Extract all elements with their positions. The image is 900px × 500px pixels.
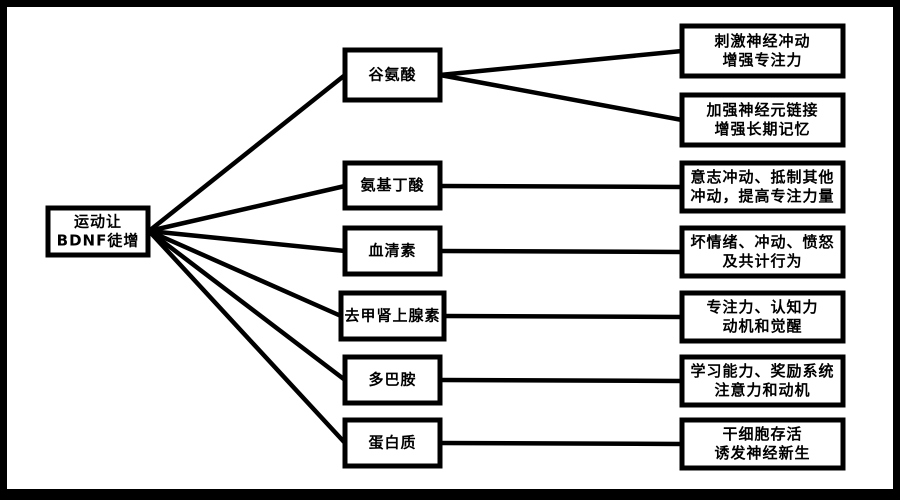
connector-root-to-gaba	[148, 183, 346, 234]
connector-protein-to-leaf-protein-1	[439, 440, 683, 447]
leaf-node-label-leaf-protein-1: 干细胞存活	[722, 425, 802, 443]
mid-node-box-protein[interactable]	[342, 417, 443, 469]
leaf-node-label-leaf-dopamine-1: 注意力和动机	[714, 381, 810, 399]
connector-root-to-dopamine	[147, 229, 347, 382]
root-node-box-root[interactable]	[45, 205, 151, 258]
root-node-label-root: BDNF徒增	[57, 232, 140, 250]
connector-root-to-protein	[147, 229, 347, 445]
leaf-node-label-leaf-glutamate-1: 增强专注力	[722, 51, 802, 69]
mid-node-serotonin[interactable]: 血清素	[342, 225, 443, 277]
mid-node-box-gaba[interactable]	[342, 160, 443, 211]
leaf-node-label-leaf-glutamate-2: 加强神经元链接	[705, 101, 818, 119]
leaf-node-box-leaf-dopamine-1[interactable]	[679, 354, 846, 408]
connector-dopamine-to-leaf-dopamine-1	[439, 377, 683, 384]
connector-root-to-serotonin	[148, 228, 346, 254]
leaf-node-box-leaf-gaba-1[interactable]	[679, 160, 846, 214]
leaf-node-label-leaf-norepinephrine-1: 动机和觉醒	[722, 317, 802, 335]
mid-node-box-dopamine[interactable]	[342, 354, 443, 406]
leaf-node-label-leaf-dopamine-1: 学习能力、奖励系统	[690, 362, 834, 380]
mid-node-label-glutamate: 谷氨酸	[368, 66, 416, 84]
mid-node-label-protein: 蛋白质	[368, 434, 416, 452]
leaf-node-label-leaf-gaba-1: 意志冲动、抵制其他	[690, 168, 834, 186]
leaf-node-label-leaf-glutamate-1: 刺激神经冲动	[714, 32, 810, 50]
connector-glutamate-to-leaf-glutamate-1	[439, 48, 683, 78]
mid-node-dopamine[interactable]: 多巴胺	[342, 354, 443, 406]
leaf-node-label-leaf-gaba-1: 冲动，提高专注力量	[690, 187, 834, 205]
leaf-node-label-leaf-glutamate-2: 增强长期记忆	[714, 120, 810, 138]
connector-serotonin-to-leaf-serotonin-1	[439, 248, 683, 255]
connector-root-to-glutamate	[147, 73, 347, 233]
leaf-node-box-leaf-serotonin-1[interactable]	[679, 225, 846, 279]
leaf-node-box-leaf-protein-1[interactable]	[679, 417, 846, 471]
mid-node-box-norepinephrine[interactable]	[338, 290, 447, 342]
mid-node-box-serotonin[interactable]	[342, 225, 443, 277]
mid-node-label-norepinephrine: 去甲肾上腺素	[344, 307, 440, 325]
leaf-node-label-leaf-protein-1: 诱发神经新生	[714, 444, 810, 462]
mid-node-protein[interactable]: 蛋白质	[342, 417, 443, 469]
mid-node-label-gaba: 氨基丁酸	[360, 176, 424, 194]
mid-node-gaba[interactable]: 氨基丁酸	[342, 160, 443, 211]
connector-norepinephrine-to-leaf-norepinephrine-1	[443, 313, 683, 320]
mid-node-label-dopamine: 多巴胺	[368, 371, 416, 389]
connector-root-to-norepinephrine	[148, 228, 342, 319]
connector-gaba-to-leaf-gaba-1	[439, 183, 683, 190]
mid-node-norepinephrine[interactable]: 去甲肾上腺素	[338, 290, 447, 342]
mid-node-glutamate[interactable]: 谷氨酸	[342, 47, 443, 103]
leaf-node-box-leaf-norepinephrine-1[interactable]	[679, 290, 846, 344]
mid-node-label-serotonin: 血清素	[368, 242, 416, 260]
leaf-node-label-leaf-norepinephrine-1: 专注力、认知力	[706, 298, 818, 316]
leaf-node-box-leaf-glutamate-1[interactable]	[679, 23, 846, 79]
root-node-label-root: 运动让	[74, 213, 122, 231]
leaf-node-box-leaf-glutamate-2[interactable]	[679, 92, 846, 148]
connector-glutamate-to-leaf-glutamate-2	[439, 72, 683, 123]
leaf-node-label-leaf-serotonin-1: 坏情绪、冲动、愤怒	[690, 233, 834, 251]
edges-layer	[147, 48, 683, 447]
mid-node-box-glutamate[interactable]	[342, 47, 443, 103]
leaf-node-label-leaf-serotonin-1: 及共计行为	[722, 252, 802, 270]
